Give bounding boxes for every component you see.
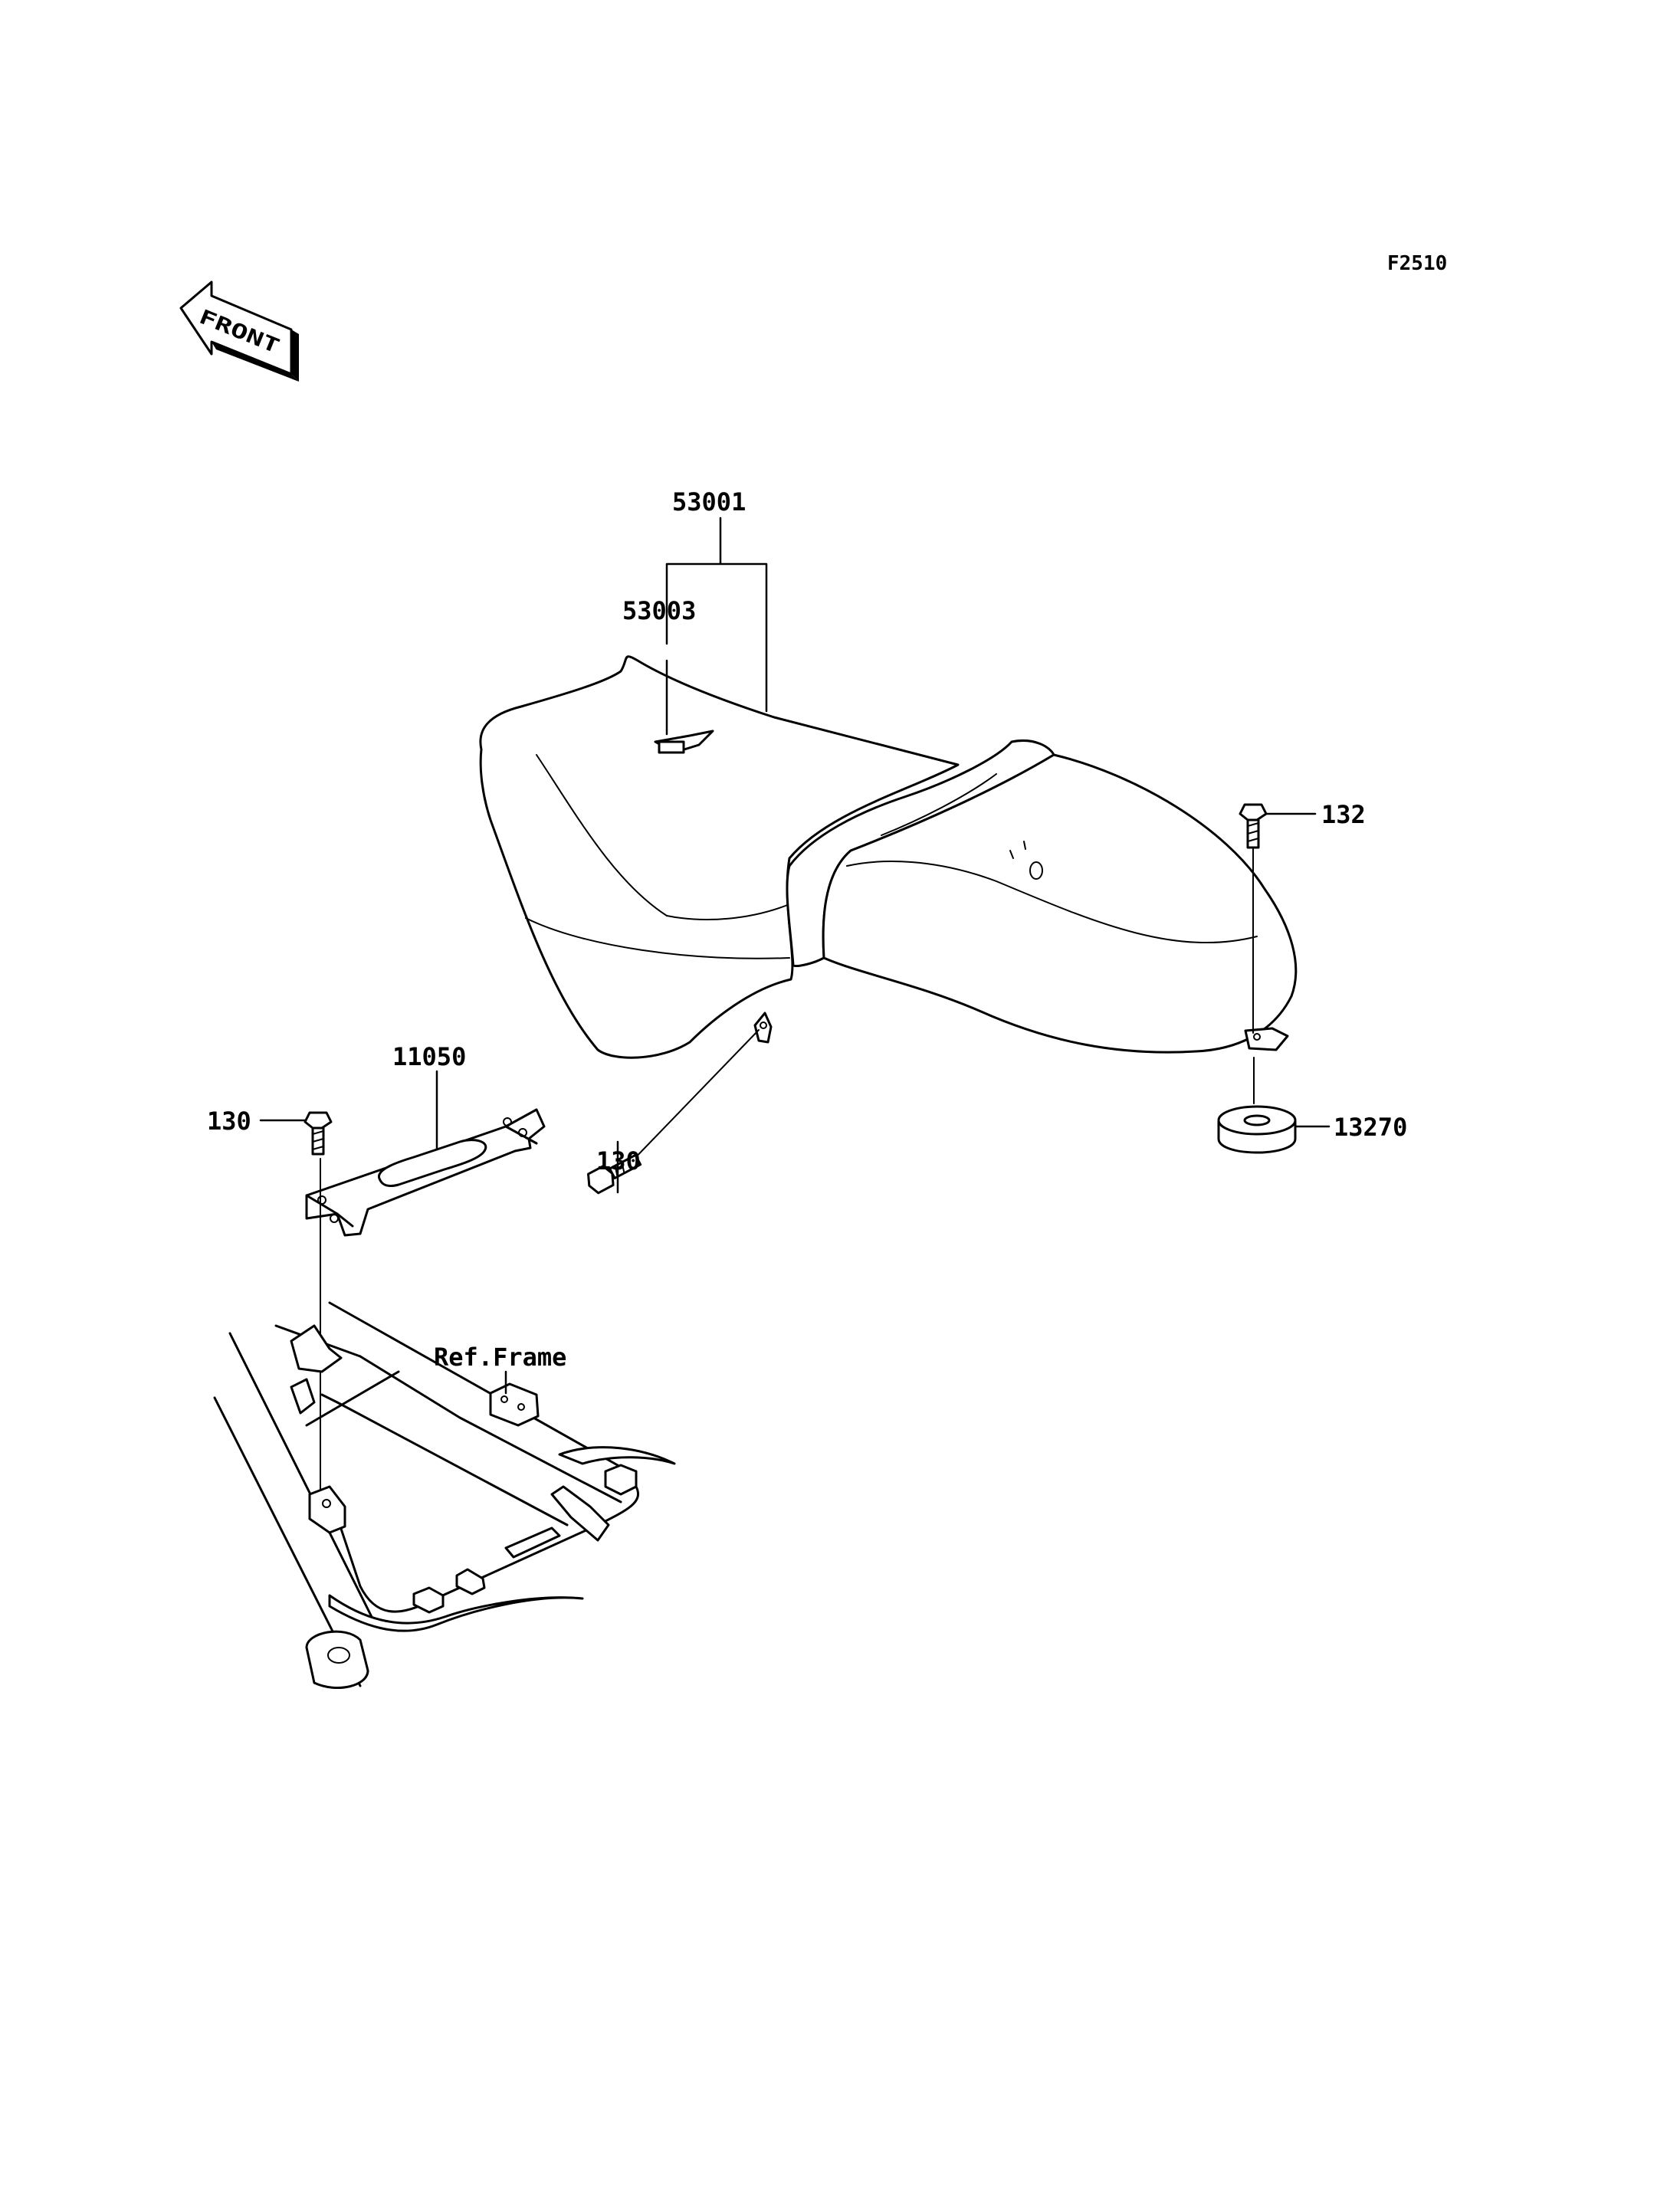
front-arrow-icon: FRONT (179, 280, 299, 382)
seat-assembly (479, 655, 1298, 1059)
bracket-11050 (305, 1108, 546, 1237)
callout-53003: 53003 (622, 596, 696, 625)
ref-frame (213, 1301, 676, 1689)
callout-53001: 53001 (672, 487, 746, 516)
diagram-code: F2510 (1387, 252, 1447, 275)
callout-130-seat: 130 (596, 1146, 641, 1176)
callout-130-bracket: 130 (207, 1107, 251, 1136)
callout-ref-frame: Ref.Frame (434, 1343, 566, 1372)
damper-13270-icon (1217, 1105, 1297, 1154)
callout-132: 132 (1321, 800, 1366, 829)
bolt-130-bracket-icon (304, 1111, 333, 1156)
callout-11050: 11050 (392, 1042, 466, 1071)
callout-13270: 13270 (1334, 1113, 1407, 1142)
bolt-132-icon (1239, 803, 1268, 849)
